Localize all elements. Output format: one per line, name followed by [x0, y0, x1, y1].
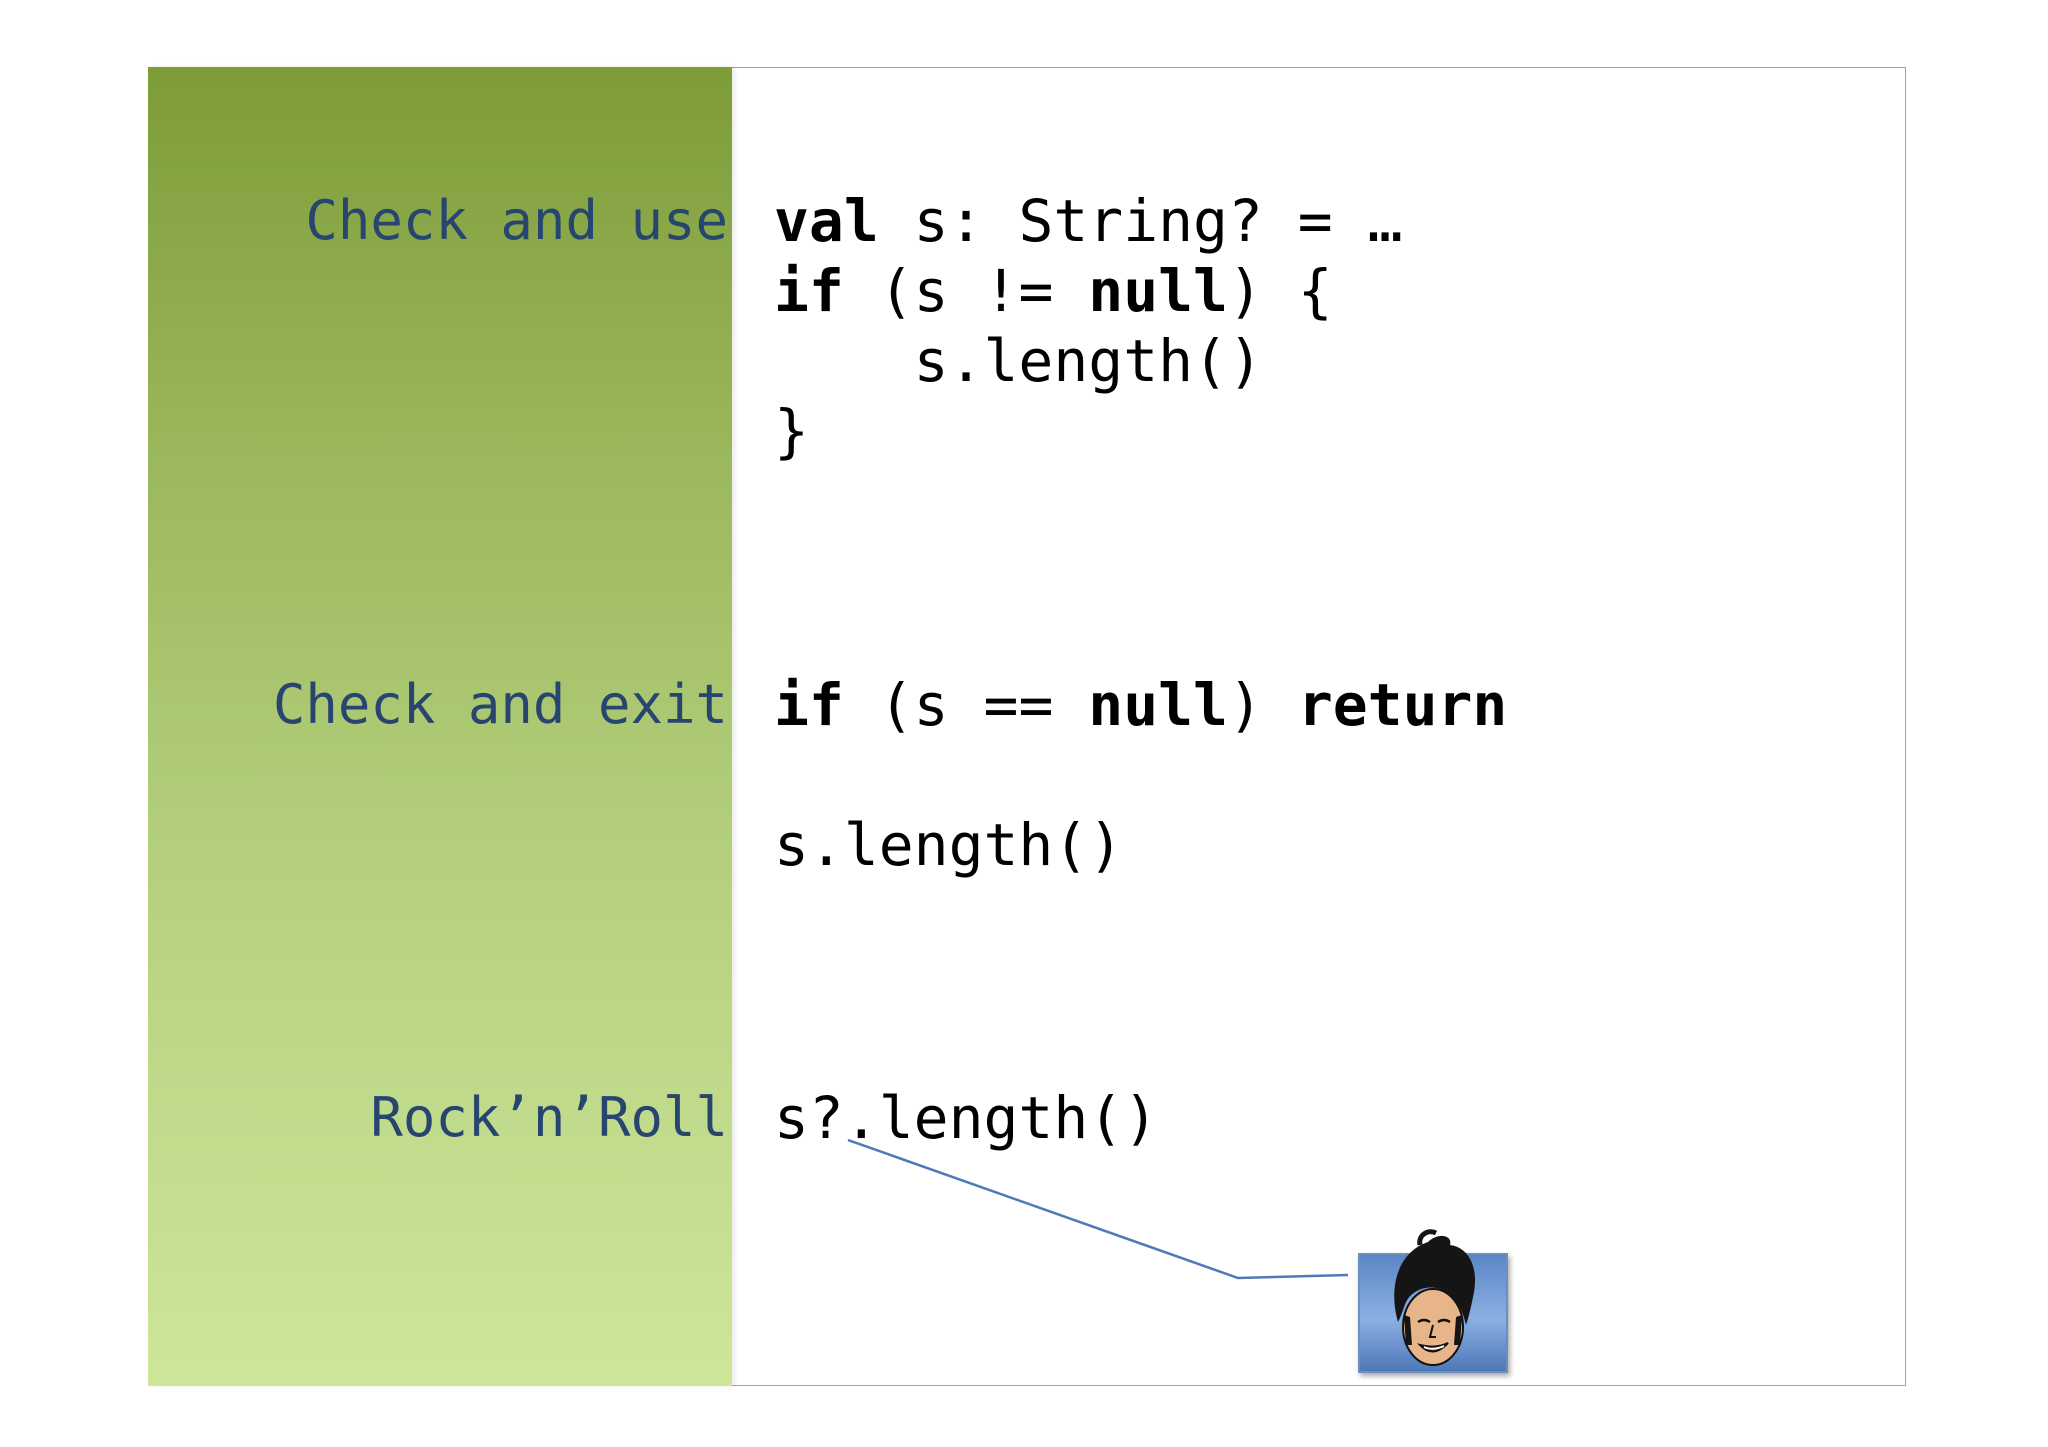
code-keyword: null	[1088, 671, 1228, 739]
code-block-check-and-exit: if (s == null) return s.length()	[774, 670, 1507, 880]
code-block-rock-n-roll: s?.length()	[774, 1083, 1158, 1153]
code-text: (s !=	[843, 257, 1089, 325]
label-check-and-exit: Check and exit	[272, 673, 728, 736]
code-keyword: if	[774, 671, 844, 739]
code-text: ) {	[1227, 257, 1333, 325]
label-rock-n-roll: Rock’n’Roll	[370, 1086, 728, 1149]
code-text: s: String? = …	[878, 187, 1403, 255]
code-line: if (s != null) {	[774, 256, 1403, 326]
code-keyword: null	[1088, 257, 1228, 325]
code-line: val s: String? = …	[774, 186, 1403, 256]
code-blank-line	[774, 740, 1507, 810]
code-line: }	[774, 397, 809, 465]
label-check-and-use: Check and use	[305, 189, 728, 252]
elvis-caricature-icon	[1358, 1229, 1508, 1373]
code-keyword: return	[1297, 671, 1508, 739]
sidebar-panel	[148, 67, 732, 1386]
code-line: s.length()	[774, 811, 1124, 879]
code-line: if (s == null) return	[774, 670, 1507, 740]
code-block-check-and-use: val s: String? = …if (s != null) { s.len…	[774, 186, 1403, 466]
code-text: (s ==	[843, 671, 1089, 739]
code-line: s.length()	[774, 327, 1263, 395]
code-text: )	[1227, 671, 1298, 739]
code-line: s?.length()	[774, 1084, 1159, 1152]
code-keyword: if	[774, 257, 844, 325]
code-keyword: val	[774, 187, 879, 255]
